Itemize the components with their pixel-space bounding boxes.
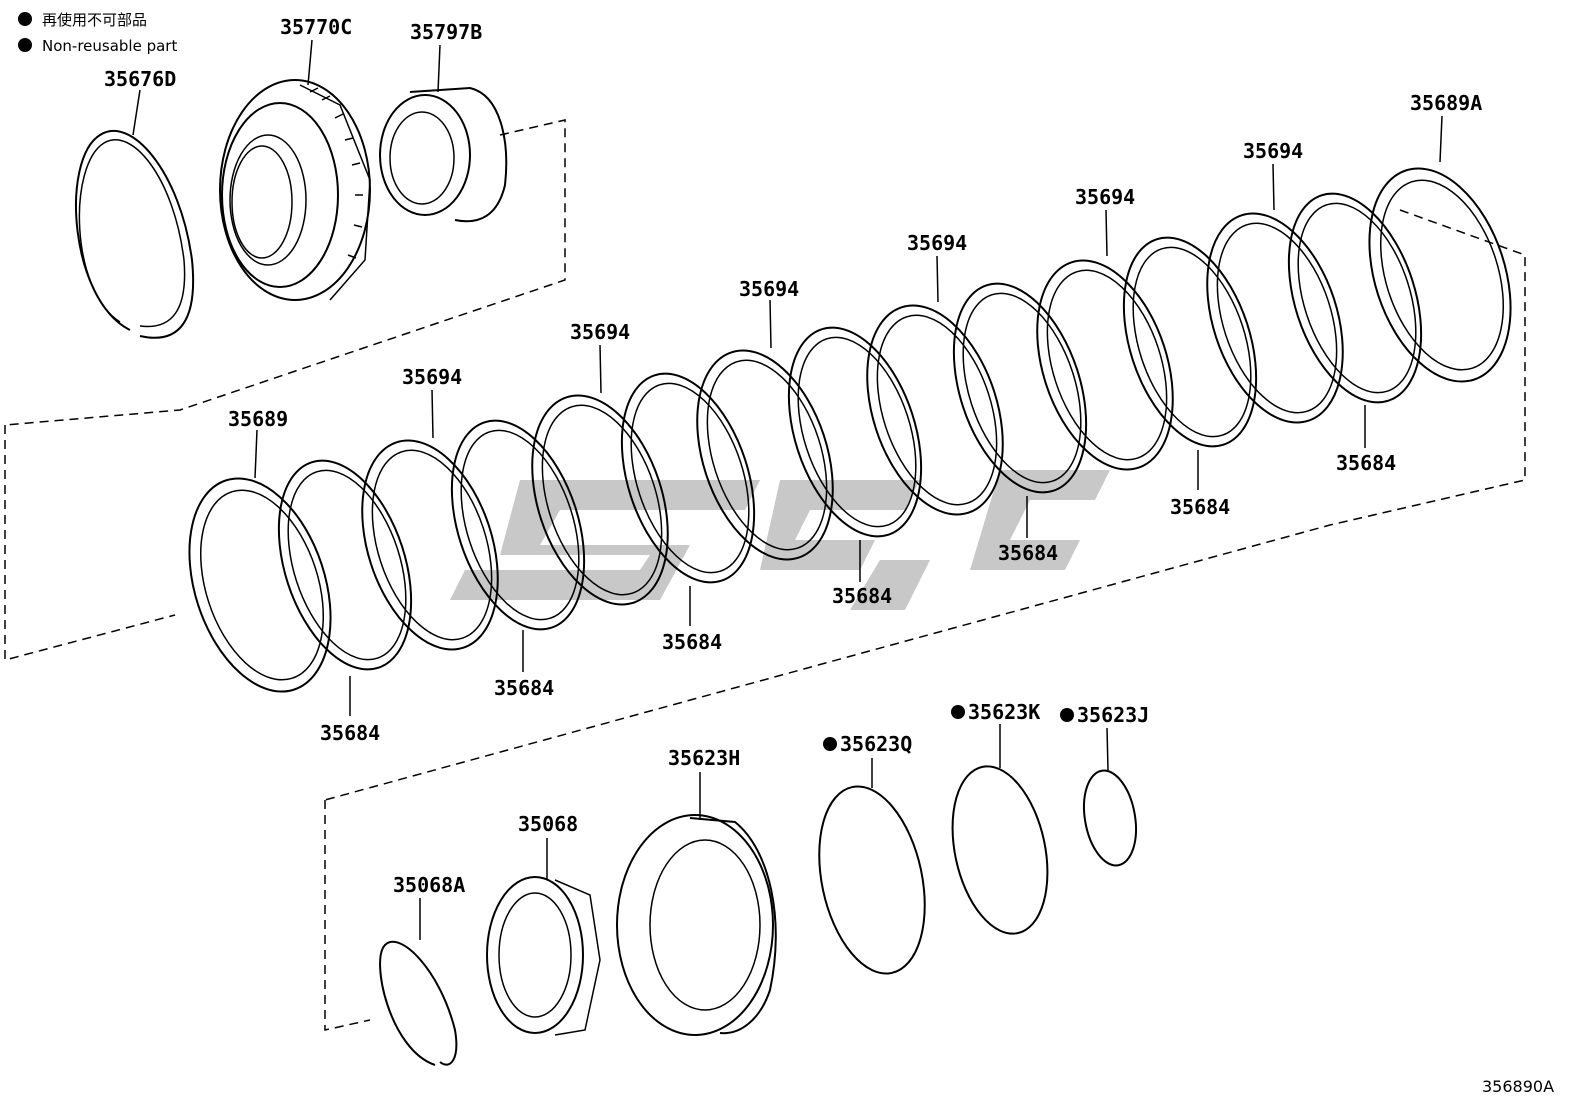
non-reusable-marker-icon: [18, 38, 32, 52]
non-reusable-marker-icon: [18, 12, 32, 26]
part-label-35684: 35684: [662, 630, 722, 654]
non-reusable-marker-icon: [951, 705, 965, 719]
part-label-35684: 35684: [832, 584, 892, 608]
part-label-35694: 35694: [907, 231, 967, 255]
part-label-35770C: 35770C: [280, 15, 352, 39]
sleeve-35797B: [379, 86, 508, 223]
snap-ring-35068A: [379, 940, 458, 1066]
part-label-35623H: 35623H: [668, 746, 740, 770]
snap-ring-35676D: [75, 129, 195, 339]
clutch-hub-35770C: [219, 79, 371, 301]
o-ring-35623K: [951, 765, 1049, 935]
spring-retainer-35068: [486, 876, 601, 1036]
part-label-35676D: 35676D: [104, 67, 176, 91]
leader-lines: [254, 115, 1443, 716]
part-label-35068A: 35068A: [393, 873, 465, 897]
clutch-disc-pack: [188, 167, 1512, 693]
legend-en-text: Non-reusable part: [42, 37, 177, 55]
part-label-35068: 35068: [518, 812, 578, 836]
legend-jp-text: 再使用不可部品: [42, 11, 147, 29]
part-label-35689A: 35689A: [1410, 91, 1482, 115]
part-label-35694: 35694: [739, 277, 799, 301]
part-labels: 35676D 35770C 35797B 35689A 35694 35694 …: [104, 15, 1482, 897]
part-label-35684: 35684: [998, 541, 1058, 565]
part-label-35684: 35684: [1336, 451, 1396, 475]
non-reusable-marker-icon: [823, 737, 837, 751]
part-label-35694: 35694: [1243, 139, 1303, 163]
o-ring-35623J: [1083, 769, 1137, 867]
part-label-35623K: 35623K: [968, 700, 1040, 724]
part-label-35623Q: 35623Q: [840, 732, 912, 756]
part-label-35623J: 35623J: [1077, 703, 1149, 727]
group-boundaries: [4, 119, 1526, 1031]
part-label-35797B: 35797B: [410, 20, 482, 44]
part-label-35684: 35684: [1170, 495, 1230, 519]
part-label-35689: 35689: [228, 407, 288, 431]
o-ring-35623Q: [818, 785, 926, 975]
part-label-35684: 35684: [494, 676, 554, 700]
legend: 再使用不可部品 Non-reusable part: [18, 11, 177, 55]
part-label-35684: 35684: [320, 721, 380, 745]
part-label-35694: 35694: [570, 320, 630, 344]
piston-35623H: [616, 814, 777, 1036]
diagram-id: 356890A: [1482, 1077, 1554, 1096]
non-reusable-marker-icon: [1060, 708, 1074, 722]
part-label-35694: 35694: [402, 365, 462, 389]
part-label-35694: 35694: [1075, 185, 1135, 209]
